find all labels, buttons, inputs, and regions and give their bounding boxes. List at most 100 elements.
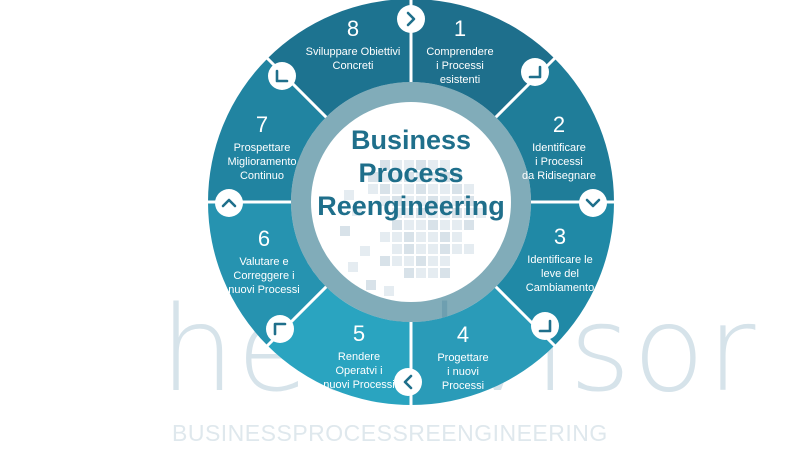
pixel-cell bbox=[380, 184, 390, 194]
pixel-cell bbox=[452, 220, 462, 230]
pixel-cell bbox=[464, 220, 474, 230]
step-2-label-line: i Processi bbox=[535, 156, 583, 168]
pixel-cell bbox=[404, 244, 414, 254]
step-5-number: 5 bbox=[353, 321, 365, 346]
pixel-cell bbox=[440, 268, 450, 278]
pixel-cell bbox=[366, 280, 376, 290]
pixel-cell bbox=[428, 232, 438, 242]
pixel-cell bbox=[352, 206, 362, 216]
pixel-cell bbox=[428, 208, 438, 218]
pixel-cell bbox=[392, 208, 402, 218]
pixel-cell bbox=[368, 184, 378, 194]
pixel-cell bbox=[416, 232, 426, 242]
step-8-number: 8 bbox=[347, 16, 359, 41]
corner-arrow-icon bbox=[531, 312, 559, 340]
pixel-cell bbox=[392, 160, 402, 170]
pixel-cell bbox=[404, 232, 414, 242]
pixel-cell bbox=[452, 196, 462, 206]
pixel-cell bbox=[440, 220, 450, 230]
pixel-cell bbox=[428, 244, 438, 254]
segment-4 bbox=[411, 286, 555, 405]
pixel-cell bbox=[476, 208, 486, 218]
step-7-label-line: Prospettare bbox=[234, 142, 291, 154]
pixel-cell bbox=[416, 208, 426, 218]
chevron-down-icon bbox=[579, 189, 607, 217]
step-2-label-line: da Ridisegnare bbox=[522, 170, 596, 182]
step-5-label-line: Operatvi i bbox=[335, 365, 382, 377]
pixel-cell bbox=[440, 196, 450, 206]
pixel-cell bbox=[452, 232, 462, 242]
step-3-label-line: Cambiamento bbox=[526, 282, 594, 294]
pixel-cell bbox=[440, 172, 450, 182]
step-2-label-line: Identificare bbox=[532, 142, 586, 154]
pixel-cell bbox=[404, 184, 414, 194]
step-3-number: 3 bbox=[554, 224, 566, 249]
pixel-cell bbox=[428, 160, 438, 170]
corner-arrow-icon bbox=[521, 58, 549, 86]
step-1-number: 1 bbox=[454, 16, 466, 41]
pixel-cell bbox=[344, 190, 354, 200]
pixel-cell bbox=[416, 184, 426, 194]
step-7-label-line: Continuo bbox=[240, 170, 284, 182]
segment-7 bbox=[208, 58, 327, 203]
pixel-cell bbox=[452, 208, 462, 218]
pixel-cell bbox=[452, 184, 462, 194]
step-1-label-line: i Processi bbox=[436, 60, 484, 72]
corner-arrow-icon bbox=[266, 315, 294, 343]
pixel-cell bbox=[416, 256, 426, 266]
pixel-cell bbox=[428, 196, 438, 206]
center-title-line-1: Business bbox=[351, 125, 471, 155]
pixel-cell bbox=[404, 160, 414, 170]
pixel-cell bbox=[440, 208, 450, 218]
step-8-label-line: Concreti bbox=[333, 60, 374, 72]
pixel-cell bbox=[428, 172, 438, 182]
pixel-cell bbox=[340, 226, 350, 236]
pixel-cell bbox=[464, 208, 474, 218]
pixel-cell bbox=[464, 196, 474, 206]
pixel-cell bbox=[380, 256, 390, 266]
pixel-cell bbox=[380, 232, 390, 242]
pixel-cell bbox=[404, 196, 414, 206]
segment-3 bbox=[495, 202, 614, 346]
pixel-cell bbox=[428, 220, 438, 230]
pixel-cell bbox=[392, 220, 402, 230]
step-6-label-line: Valutare e bbox=[239, 256, 288, 268]
pixel-cell bbox=[452, 172, 462, 182]
pixel-cell bbox=[440, 160, 450, 170]
pixel-cell bbox=[404, 172, 414, 182]
pixel-cell bbox=[428, 268, 438, 278]
pixel-cell bbox=[440, 232, 450, 242]
pixel-cell bbox=[380, 172, 390, 182]
pixel-head-graphic bbox=[340, 160, 486, 296]
step-8-label-line: Sviluppare Obiettivi bbox=[306, 46, 401, 58]
pixel-cell bbox=[360, 246, 370, 256]
step-7-number: 7 bbox=[256, 112, 268, 137]
pixel-cell bbox=[416, 244, 426, 254]
watermark-tagline: BUSINESSPROCESSREENGINEERING bbox=[172, 420, 608, 446]
step-1-label-line: Comprendere bbox=[426, 46, 493, 58]
segment-1 bbox=[411, 0, 555, 118]
segment-5 bbox=[267, 286, 411, 405]
chevron-up-icon bbox=[215, 189, 243, 217]
pixel-cell bbox=[392, 196, 402, 206]
step-3-label-line: Identificare le bbox=[527, 254, 592, 266]
pixel-cell bbox=[404, 208, 414, 218]
pixel-cell bbox=[404, 256, 414, 266]
pixel-cell bbox=[416, 172, 426, 182]
pixel-cell bbox=[416, 196, 426, 206]
step-4-label-line: Processi bbox=[442, 380, 484, 392]
step-6-number: 6 bbox=[258, 226, 270, 251]
pixel-cell bbox=[452, 244, 462, 254]
chevron-left-icon bbox=[394, 368, 422, 396]
step-5-label-line: Rendere bbox=[338, 351, 380, 363]
segment-6 bbox=[208, 202, 327, 346]
pixel-cell bbox=[404, 220, 414, 230]
center-title-line-2: Process bbox=[358, 158, 463, 188]
pixel-cell bbox=[368, 172, 378, 182]
pixel-cell bbox=[440, 184, 450, 194]
pixel-cell bbox=[440, 244, 450, 254]
segment-2 bbox=[495, 58, 614, 203]
pixel-cell bbox=[392, 232, 402, 242]
pixel-cell bbox=[380, 196, 390, 206]
